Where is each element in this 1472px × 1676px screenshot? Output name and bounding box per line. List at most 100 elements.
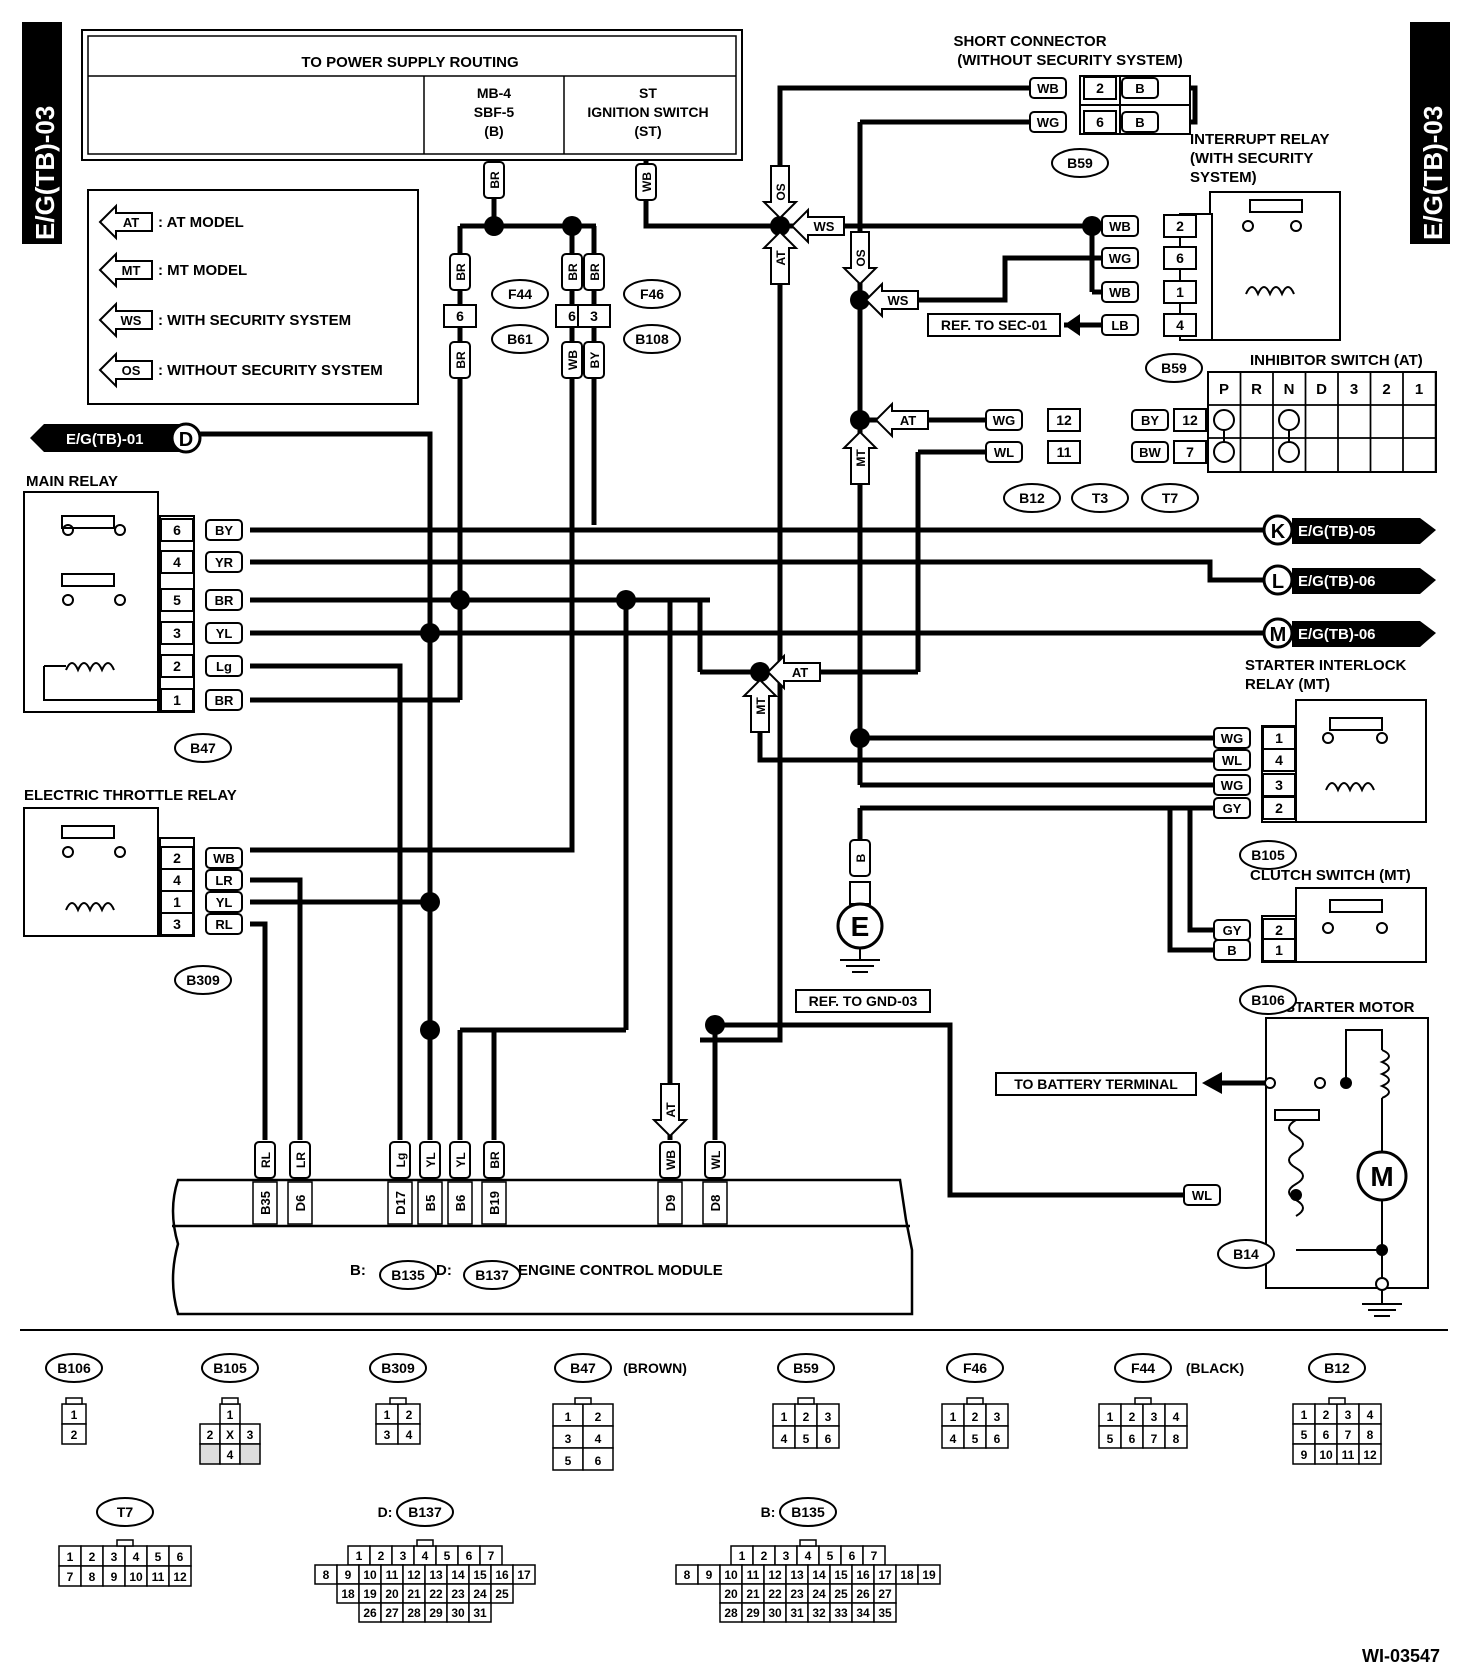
pin-number-text: 2 (1096, 80, 1104, 96)
ecm-pin: D6 (287, 1181, 313, 1225)
svg-text:SHORT CONNECTOR: SHORT CONNECTOR (953, 33, 1106, 50)
wire-label: BW (1131, 441, 1169, 463)
wire-label: B (1213, 939, 1251, 961)
wire-color: BY (215, 523, 233, 538)
wire-color: GY (1223, 801, 1242, 816)
wire-color: B (1135, 115, 1144, 130)
svg-text:E/G(TB)-03: E/G(TB)-03 (30, 106, 60, 240)
pin-number-text: 4 (1176, 317, 1184, 333)
svg-text:E/G(TB)-06: E/G(TB)-06 (1298, 626, 1376, 643)
wire-label: BR (561, 253, 583, 291)
wire-label: LR (205, 869, 243, 891)
wire-label: LB (1101, 314, 1139, 336)
wire-label: BR (583, 253, 605, 291)
connector-pin: 1 (227, 1408, 234, 1422)
connector-pin: 5 (565, 1454, 572, 1468)
wire-label: WL (1213, 749, 1251, 771)
connector-pin: 29 (746, 1606, 760, 1620)
legend-at: AT : AT MODEL (98, 203, 244, 241)
inhibitor-position: P (1219, 381, 1229, 398)
wire-label: Lg (205, 655, 243, 677)
wire-label: YL (205, 891, 243, 913)
connector-view-id: B309 (381, 1360, 415, 1376)
connector-pin: 2 (71, 1428, 78, 1442)
connector-pin: 7 (488, 1549, 495, 1563)
ecm-pin: B35 (252, 1181, 278, 1225)
connector-pin: 9 (1301, 1448, 1308, 1462)
svg-text:: WITHOUT SECURITY SYSTEM: : WITHOUT SECURITY SYSTEM (158, 362, 383, 379)
svg-text:E/G(TB)-05: E/G(TB)-05 (1298, 523, 1376, 540)
pin-number: 6 (160, 518, 194, 542)
connector-pin: 31 (790, 1606, 804, 1620)
wire-color: BR (454, 351, 468, 369)
pin-number-text: 6 (568, 308, 576, 324)
connector-view-id: B47 (570, 1360, 596, 1376)
connector-pin: 20 (385, 1587, 399, 1601)
pin-number-text: 3 (590, 308, 598, 324)
connector-pin: 2 (972, 1410, 979, 1424)
pin-number: 2 (1262, 918, 1296, 942)
connector-pin: 5 (1301, 1428, 1308, 1442)
wire-label: WB (635, 163, 657, 201)
connector-pin: 14 (812, 1568, 826, 1582)
connector-pin: 24 (812, 1587, 826, 1601)
wire-color: BY (588, 352, 602, 369)
starter-motor: STARTER MOTOR M (1264, 999, 1429, 1317)
arrow-tag: MT (754, 697, 768, 715)
connector-id: B47 (174, 733, 232, 763)
pin-number-text: 6 (1176, 250, 1184, 266)
svg-text:TO BATTERY TERMINAL: TO BATTERY TERMINAL (1014, 1076, 1178, 1092)
wire-color: YL (216, 626, 233, 641)
pin-number: 2 (1262, 796, 1296, 820)
wire-color: WL (1192, 1188, 1212, 1203)
connector-pin: 1 (565, 1410, 572, 1424)
connector-id-text: B12 (1019, 490, 1045, 506)
connector-pin: 26 (856, 1587, 870, 1601)
connector-pin: 8 (1173, 1432, 1180, 1446)
wire-color: B (854, 853, 868, 862)
connector-id: B59 (1051, 148, 1109, 178)
pin-number-text: 1 (1275, 942, 1283, 958)
connector-pin: 11 (1342, 1448, 1355, 1462)
connector-pin: 3 (565, 1432, 572, 1446)
wire-label: YL (449, 1141, 471, 1179)
connector-pin: 22 (429, 1587, 443, 1601)
connector-id-text: F46 (640, 286, 664, 302)
arrow-tag: WS (888, 293, 909, 308)
connector-view-id: F44 (1131, 1360, 1155, 1376)
connector-view-id: B12 (1324, 1360, 1350, 1376)
connector-pin: 1 (384, 1408, 391, 1422)
connector-pin: 6 (1323, 1428, 1330, 1442)
connector-pin: 4 (133, 1550, 140, 1564)
model-arrow-at: AT (761, 230, 799, 285)
pin-number: 3 (160, 912, 194, 936)
ref-battery: TO BATTERY TERMINAL (995, 1072, 1266, 1096)
connector-pin: 4 (1173, 1410, 1180, 1424)
connector-id: F46 (623, 279, 681, 309)
connector-note: (BLACK) (1186, 1360, 1244, 1376)
connector-pin: 3 (247, 1428, 254, 1442)
wire-color: RL (215, 917, 232, 932)
arrow-tag: OS (774, 183, 788, 200)
connector-pin: 12 (1363, 1448, 1377, 1462)
connector-id-text: B47 (190, 740, 216, 756)
connector-pin: 9 (345, 1568, 352, 1582)
wire-label: WB (659, 1141, 681, 1179)
connector-id: B309 (174, 965, 232, 995)
pin-number: 6 (1163, 246, 1197, 270)
wire-label: WG (1101, 247, 1139, 269)
connector-id-text: B59 (1161, 360, 1187, 376)
svg-text:K: K (1271, 521, 1286, 543)
wire-label: BY (1131, 409, 1169, 431)
connector-id: B135 (379, 1260, 437, 1290)
connector-pin: 3 (400, 1549, 407, 1563)
inhibitor-position: N (1284, 381, 1295, 398)
svg-text:E/G(TB)-03: E/G(TB)-03 (1418, 106, 1448, 240)
connector-pin: 4 (805, 1549, 812, 1563)
connector-pin: 5 (155, 1550, 162, 1564)
svg-text:D: D (179, 429, 193, 451)
motor-symbol: M (1370, 1161, 1393, 1192)
